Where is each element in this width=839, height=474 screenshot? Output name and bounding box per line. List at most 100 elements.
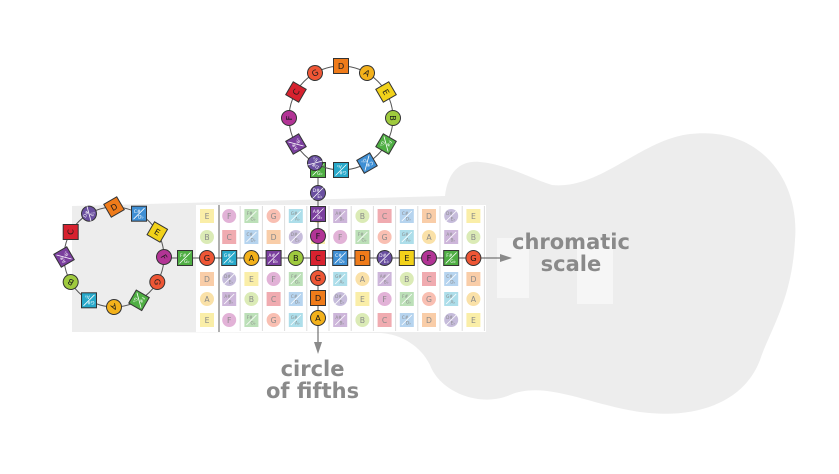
fret-note-g: G [266, 209, 281, 223]
fret-note-b: B [355, 209, 370, 223]
fret-note-d: D [200, 272, 214, 286]
svg-text:A: A [109, 301, 119, 313]
circle-of-fifths-note-b: B [385, 110, 401, 126]
chromatic-note-c-sharp-db: C#D♭ [332, 250, 349, 266]
fret-note-f: F [377, 292, 392, 306]
fret-note-c: C [422, 272, 436, 286]
svg-text:G♭: G♭ [317, 171, 323, 177]
chromatic-circle-note-f-sharp-gb: F#G♭ [128, 289, 150, 312]
svg-text:A: A [204, 295, 210, 304]
circle-of-fifths-note-g: G [307, 64, 323, 81]
svg-text:E♭: E♭ [384, 259, 389, 265]
svg-text:G♭: G♭ [450, 259, 456, 265]
svg-text:B: B [360, 212, 365, 221]
svg-text:A#: A# [446, 232, 453, 237]
chromatic-circle-note-a-sharp-bb: A#B♭ [53, 246, 75, 268]
circle-of-fifths-note-e: E [375, 81, 397, 103]
svg-text:E: E [205, 316, 210, 325]
fifths-note-a: A [310, 310, 326, 326]
svg-text:F: F [316, 231, 321, 241]
fret-note-c-sharp-db: C#D♭ [399, 209, 414, 223]
svg-text:C: C [227, 233, 232, 242]
fret-note-d-sharp-eb: D#E♭ [333, 292, 348, 306]
svg-text:E: E [380, 87, 391, 97]
fret-note-g-sharp-ab: G#A♭ [444, 292, 459, 306]
svg-text:A#: A# [335, 315, 342, 320]
fret-note-e: E [466, 209, 481, 223]
chromatic-circle-note-c: C [62, 224, 79, 240]
fret-note-d: D [422, 313, 436, 327]
chromatic-circle-note-f: F [156, 249, 172, 265]
svg-text:G: G [152, 279, 162, 285]
fret-note-c: C [377, 209, 392, 223]
svg-text:D: D [271, 233, 277, 242]
fret-note-f-sharp-gb: F#G♭ [399, 292, 414, 306]
svg-text:B♭: B♭ [228, 299, 233, 304]
svg-text:E♭: E♭ [295, 237, 300, 242]
svg-text:F: F [338, 233, 342, 242]
fret-note-f: F [222, 209, 237, 223]
svg-text:B: B [65, 276, 75, 288]
fret-note-d-sharp-eb: D#E♭ [444, 209, 459, 223]
svg-text:C: C [271, 295, 276, 304]
fret-note-g: G [266, 313, 281, 327]
svg-text:B♭: B♭ [317, 215, 322, 221]
svg-text:G#: G# [291, 315, 298, 320]
svg-text:A#: A# [268, 253, 275, 259]
circle-of-fifths-note-f: F [281, 110, 297, 126]
fret-note-d-sharp-eb: D#E♭ [288, 230, 303, 244]
chromatic-note-b: B [287, 250, 304, 266]
fifths-arrow-icon [314, 342, 322, 354]
svg-text:D#: D# [379, 253, 386, 259]
svg-text:G♭: G♭ [406, 299, 411, 304]
svg-text:E♭: E♭ [317, 194, 322, 200]
svg-text:A: A [426, 233, 432, 242]
svg-text:G: G [426, 295, 432, 304]
svg-text:G: G [470, 253, 476, 263]
fret-note-g-sharp-ab: G#A♭ [288, 313, 303, 327]
svg-text:B: B [360, 316, 365, 325]
chromatic-note-a: A [243, 250, 260, 266]
svg-text:G#: G# [335, 274, 342, 279]
svg-text:D♭: D♭ [138, 214, 144, 220]
svg-text:A#: A# [224, 294, 231, 299]
circle-of-fifths-note-g-sharp-ab: G#A♭ [333, 162, 349, 178]
fret-note-b: B [200, 230, 214, 244]
svg-text:G#: G# [402, 232, 409, 237]
fret-note-g: G [422, 292, 436, 306]
svg-text:B: B [471, 233, 476, 242]
svg-text:D♭: D♭ [295, 299, 300, 304]
fret-note-a: A [355, 272, 370, 286]
circle-of-fifths-note-d: D [333, 58, 349, 74]
circle-of-fifths-ring [288, 65, 394, 171]
svg-text:G#: G# [87, 299, 94, 305]
chromatic-circle-note-d: D [103, 196, 125, 218]
svg-text:D#: D# [82, 209, 91, 218]
fret-note-f-sharp-gb: F#G♭ [288, 272, 303, 286]
svg-text:F#: F# [358, 232, 364, 237]
svg-text:D: D [426, 212, 432, 221]
fifths-note-f: F [310, 228, 326, 244]
svg-text:B♭: B♭ [339, 320, 344, 325]
svg-text:G: G [315, 273, 321, 283]
fret-note-c-sharp-db: C#D♭ [244, 230, 259, 244]
fret-note-a: A [422, 230, 436, 244]
chromatic-note-d: D [354, 250, 371, 266]
svg-text:A#: A# [313, 209, 320, 215]
svg-text:E: E [471, 316, 476, 325]
svg-text:E♭: E♭ [312, 155, 319, 163]
svg-text:F#: F# [247, 315, 253, 320]
svg-text:B♭: B♭ [339, 216, 344, 221]
chromatic-note-e: E [398, 250, 415, 266]
fret-note-g-sharp-ab: G#A♭ [399, 230, 414, 244]
chromatic-scale-label-line1: chromatic [512, 230, 630, 254]
chromatic-scale-label-line2: scale [540, 252, 602, 276]
svg-text:E♭: E♭ [340, 299, 345, 304]
svg-text:A♭: A♭ [295, 216, 300, 221]
svg-text:E♭: E♭ [229, 279, 234, 284]
fifths-note-d-sharp-eb: D#E♭ [310, 185, 326, 201]
fret-note-e: E [200, 209, 214, 223]
svg-text:G#: G# [446, 294, 453, 299]
svg-text:G♭: G♭ [295, 279, 300, 284]
